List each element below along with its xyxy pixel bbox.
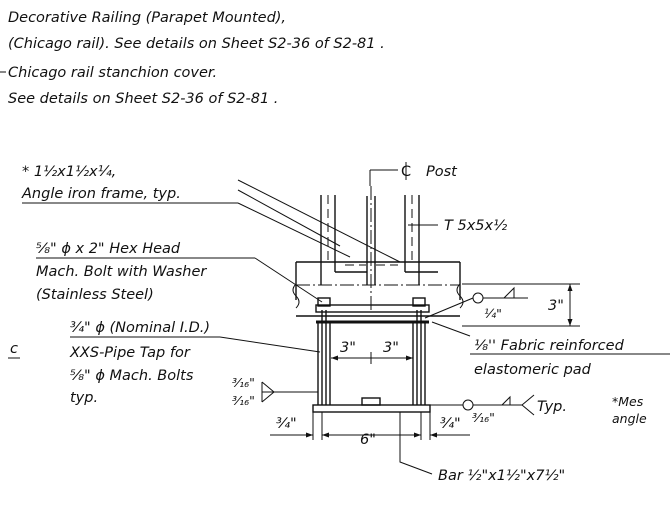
pad-label-line2: elastomeric pad	[474, 362, 592, 378]
weld-typ-label: Typ.	[537, 399, 567, 415]
bolt-label-line1: ⅝" ϕ x 2" Hex Head	[36, 241, 181, 257]
pad-leader	[431, 321, 471, 337]
pipe-label-line2: XXS-Pipe Tap for	[69, 345, 191, 361]
left-clipped-text: c	[10, 341, 18, 357]
centerline-icon: C	[401, 162, 411, 180]
pipe-label-line3: ⅝" ϕ Mach. Bolts	[70, 368, 194, 384]
dim-left-half: 3"	[340, 340, 356, 356]
base-assembly	[312, 297, 431, 413]
railing-note-line1: Decorative Railing (Parapet Mounted),	[8, 10, 286, 26]
weld-right-icon	[430, 394, 535, 416]
bolt-label-line2: Mach. Bolt with Washer	[36, 264, 207, 280]
dim-right-half: 3"	[383, 340, 399, 356]
angle-leader-2	[237, 179, 401, 263]
pipe-label-line4: typ.	[70, 390, 98, 406]
bar-leader	[399, 412, 433, 475]
tee-label: T 5x5x½	[444, 218, 507, 234]
dim-height: 3"	[548, 298, 564, 314]
dim-edge-left: ¾"	[276, 416, 297, 432]
bar-label: Bar ½"x1½"x7½"	[438, 468, 565, 484]
weld-right-size: ³⁄₁₆"	[472, 410, 495, 425]
angle-size-label: * 1½x1½x¼,	[22, 164, 116, 180]
bolt-leader	[254, 257, 323, 303]
right-clipped-text2: angle	[612, 411, 647, 426]
angle-leader-1	[237, 202, 351, 258]
bottom-dimensions	[270, 412, 470, 440]
angle-leader-1b	[237, 189, 341, 247]
weld-top-icon	[424, 286, 528, 319]
stanchion-cover	[292, 261, 464, 317]
weld-left-icon	[261, 381, 318, 403]
post-label: Post	[426, 164, 458, 180]
dim-plate-width: 6"	[360, 432, 376, 448]
right-clipped-text1: *Mes	[612, 394, 644, 409]
pipe-label-line1: ¾" ϕ (Nominal I.D.)	[70, 320, 210, 336]
weld-top-size: ¼"	[484, 306, 502, 321]
cover-note-line1: Chicago rail stanchion cover.	[8, 65, 217, 81]
pad-label-line1: ⅛'' Fabric reinforced	[474, 338, 625, 354]
weld-left-bottom: ³⁄₁₆"	[232, 393, 255, 408]
dim-edge-right: ¾"	[440, 416, 461, 432]
post-section	[320, 186, 438, 312]
bolt-label-line3: (Stainless Steel)	[36, 287, 154, 303]
angle-desc-label: Angle iron frame, typ.	[21, 186, 181, 202]
weld-left-top: ³⁄₁₆"	[232, 375, 255, 390]
pipe-leader	[219, 336, 321, 353]
cover-note-line2: See details on Sheet S2-36 of S2-81 .	[8, 91, 278, 107]
height-dimension	[462, 283, 580, 327]
railing-note-line2: (Chicago rail). See details on Sheet S2-…	[8, 36, 385, 52]
half-width-dimensions	[331, 352, 413, 364]
